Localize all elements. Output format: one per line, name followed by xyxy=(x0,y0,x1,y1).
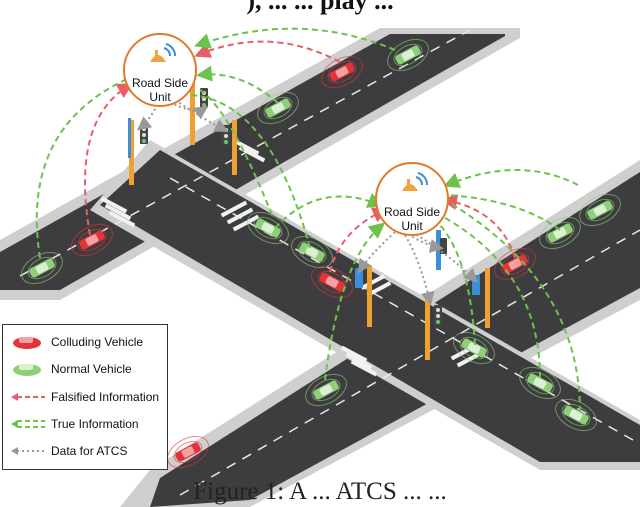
lane-mark-upper xyxy=(19,29,471,277)
falsified-arrow xyxy=(329,207,389,273)
colluding-vehicle xyxy=(311,265,353,299)
falsified-arrows xyxy=(84,40,516,273)
true-arrow xyxy=(444,199,581,413)
rsu-label-line1: Road Side xyxy=(383,205,441,219)
normal-vehicle xyxy=(539,216,581,250)
normal-vehicle xyxy=(305,373,347,407)
legend-item-atcs: Data for ATCS xyxy=(9,442,127,460)
rsu-label-line2: Unit xyxy=(401,219,423,233)
legend: Colluding Vehicle Normal Vehicle Falsifi… xyxy=(2,324,168,470)
true-arrow xyxy=(196,65,279,104)
rsu-2-label: Road Side Unit xyxy=(372,205,452,233)
atcs-arrow xyxy=(357,231,396,274)
crosswalk-1 xyxy=(100,196,136,228)
legend-item-normal: Normal Vehicle xyxy=(9,360,132,378)
normal-vehicle xyxy=(453,331,495,365)
traffic-light-5 xyxy=(425,295,442,360)
true-arrow xyxy=(443,169,579,188)
atcs-arrow xyxy=(404,234,435,306)
normal-vehicle xyxy=(387,38,429,72)
normal-vehicle xyxy=(247,211,289,245)
red-dashed-arrow-icon xyxy=(9,388,47,406)
green-car-icon xyxy=(9,360,47,378)
rsu-1 xyxy=(123,33,197,107)
crosswalk-3 xyxy=(232,138,266,163)
green-dashed-arrow-icon xyxy=(9,415,47,433)
rsu-1-label: Road Side Unit xyxy=(120,76,200,104)
colluding-vehicle xyxy=(167,435,209,469)
true-arrow xyxy=(274,193,384,229)
atcs-arrow xyxy=(411,231,478,283)
crosswalk-6 xyxy=(360,274,392,297)
normal-vehicle xyxy=(519,366,561,400)
bottom-caption: Figure 1: A ... ATCS ... ... xyxy=(193,478,447,505)
legend-item-true: True Information xyxy=(9,415,139,433)
atcs-arrows xyxy=(136,99,478,306)
legend-item-colluding: Colluding Vehicle xyxy=(9,333,143,351)
normal-vehicle xyxy=(21,251,63,285)
true-arrow xyxy=(324,222,386,381)
falsified-arrow xyxy=(84,82,134,236)
colluding-vehicle xyxy=(71,223,113,257)
true-arrow xyxy=(35,79,126,259)
legend-label: True Information xyxy=(51,417,139,431)
legend-label: Falsified Information xyxy=(51,390,160,404)
normal-vehicle xyxy=(555,398,597,432)
top-caption: ), ... ... play ... xyxy=(246,0,394,15)
crosswalk-2 xyxy=(220,200,260,232)
true-arrow xyxy=(446,194,561,231)
rsu-label-line1: Road Side xyxy=(131,76,189,90)
normal-vehicle xyxy=(291,235,333,269)
crosswalk-4 xyxy=(340,345,378,377)
rsu-label-line2: Unit xyxy=(149,90,171,104)
true-arrow xyxy=(439,214,541,379)
rsu-antenna-icon xyxy=(402,172,429,191)
red-car-icon xyxy=(9,333,47,351)
legend-label: Colluding Vehicle xyxy=(51,335,144,349)
gray-dotted-arrow-icon xyxy=(9,442,47,460)
true-arrow xyxy=(189,94,311,249)
normal-vehicle xyxy=(579,193,621,227)
rsu-antenna-icon xyxy=(150,43,177,62)
legend-label: Normal Vehicle xyxy=(51,362,132,376)
legend-item-falsified: Falsified Information xyxy=(9,388,159,406)
rsu-2 xyxy=(375,162,449,236)
true-arrow xyxy=(199,89,273,216)
colluding-vehicle xyxy=(494,247,536,281)
normal-vehicle xyxy=(257,91,299,125)
falsified-arrow xyxy=(194,40,341,63)
legend-label: Data for ATCS xyxy=(51,444,128,458)
vehicles xyxy=(21,38,621,469)
falsified-arrow xyxy=(441,194,516,259)
atcs-arrow xyxy=(174,99,229,132)
true-arrow xyxy=(194,27,396,51)
